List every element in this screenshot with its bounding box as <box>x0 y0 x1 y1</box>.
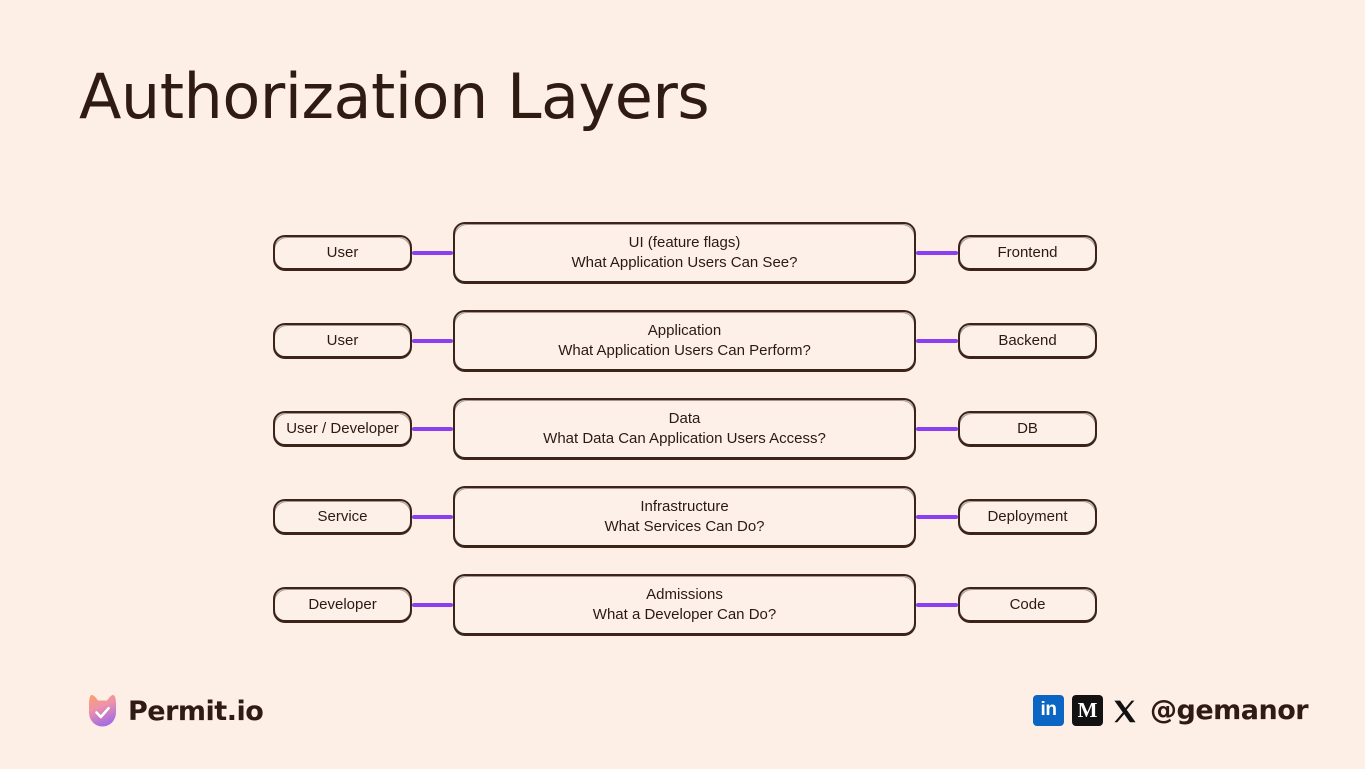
x-twitter-icon[interactable] <box>1111 695 1139 726</box>
social-links: in M @gemanor <box>1033 695 1309 726</box>
connector-layer-to-target <box>916 515 958 519</box>
layer-box[interactable]: Data What Data Can Application Users Acc… <box>453 398 916 460</box>
medium-icon[interactable]: M <box>1072 695 1103 726</box>
layer-title: UI (feature flags) <box>628 233 741 251</box>
layer-box[interactable]: Infrastructure What Services Can Do? <box>453 486 916 548</box>
permit-wordmark: Permit.io <box>128 695 264 727</box>
layer-title: Data <box>668 409 701 427</box>
target-label: Frontend <box>997 244 1058 261</box>
layer-box[interactable]: Admissions What a Developer Can Do? <box>453 574 916 636</box>
target-box[interactable]: Code <box>958 587 1097 623</box>
connector-actor-to-layer <box>412 427 453 431</box>
layer-row: User Application What Application Users … <box>273 310 1105 372</box>
layer-row: Developer Admissions What a Developer Ca… <box>273 574 1105 636</box>
social-handle: @gemanor <box>1150 695 1309 726</box>
actor-box[interactable]: Service <box>273 499 412 535</box>
connector-layer-to-target <box>916 251 958 255</box>
actor-label: Developer <box>308 596 377 613</box>
permit-cat-check-icon <box>86 694 119 728</box>
page-title: Authorization Layers <box>79 60 710 133</box>
layer-box[interactable]: Application What Application Users Can P… <box>453 310 916 372</box>
target-label: Code <box>1009 596 1046 613</box>
actor-label: User <box>326 332 359 349</box>
connector-layer-to-target <box>916 603 958 607</box>
layer-title: Application <box>647 321 722 339</box>
connector-actor-to-layer <box>412 251 453 255</box>
layer-row: User UI (feature flags) What Application… <box>273 222 1105 284</box>
permit-logo[interactable]: Permit.io <box>86 694 264 728</box>
target-box[interactable]: Frontend <box>958 235 1097 271</box>
linkedin-icon[interactable]: in <box>1033 695 1064 726</box>
layer-row: User / Developer Data What Data Can Appl… <box>273 398 1105 460</box>
actor-box[interactable]: User <box>273 235 412 271</box>
actor-box[interactable]: User <box>273 323 412 359</box>
connector-layer-to-target <box>916 427 958 431</box>
target-box[interactable]: Deployment <box>958 499 1097 535</box>
target-box[interactable]: DB <box>958 411 1097 447</box>
actor-label: User <box>326 244 359 261</box>
layer-question: What Application Users Can Perform? <box>558 341 811 359</box>
target-label: Deployment <box>987 508 1068 525</box>
layer-box[interactable]: UI (feature flags) What Application User… <box>453 222 916 284</box>
target-label: DB <box>1017 420 1038 437</box>
connector-layer-to-target <box>916 339 958 343</box>
layer-question: What Application Users Can See? <box>571 253 798 271</box>
target-box[interactable]: Backend <box>958 323 1097 359</box>
authorization-layers-diagram: User UI (feature flags) What Application… <box>273 222 1105 642</box>
target-label: Backend <box>998 332 1057 349</box>
actor-label: Service <box>317 508 368 525</box>
actor-box[interactable]: Developer <box>273 587 412 623</box>
layer-question: What Data Can Application Users Access? <box>543 429 826 447</box>
layer-question: What a Developer Can Do? <box>592 605 777 623</box>
layer-title: Admissions <box>646 585 723 603</box>
actor-label: User / Developer <box>286 420 399 437</box>
connector-actor-to-layer <box>412 603 453 607</box>
actor-box[interactable]: User / Developer <box>273 411 412 447</box>
connector-actor-to-layer <box>412 339 453 343</box>
layer-row: Service Infrastructure What Services Can… <box>273 486 1105 548</box>
layer-question: What Services Can Do? <box>604 517 765 535</box>
connector-actor-to-layer <box>412 515 453 519</box>
layer-title: Infrastructure <box>640 497 729 515</box>
